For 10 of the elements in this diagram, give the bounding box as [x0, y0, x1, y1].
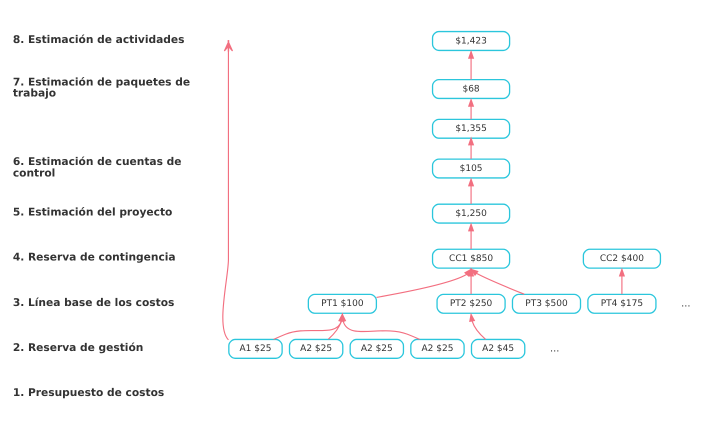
label: 4. Reserva de contingencia [12, 250, 176, 264]
label: 1. Presupuesto de costos [12, 386, 164, 399]
label: 8. Estimación de actividades [12, 32, 184, 46]
label: 5. Estimación del proyecto [12, 206, 172, 219]
label: 7. Estimación de paquetes de trabajo [12, 75, 190, 100]
label: 6. Estimación de cuentas de control [12, 154, 182, 180]
label: 2. Reserva de gestión [12, 340, 144, 354]
label: 3. Línea base de los costos [12, 296, 174, 309]
label: ... [550, 343, 560, 354]
label: ... [681, 298, 691, 310]
